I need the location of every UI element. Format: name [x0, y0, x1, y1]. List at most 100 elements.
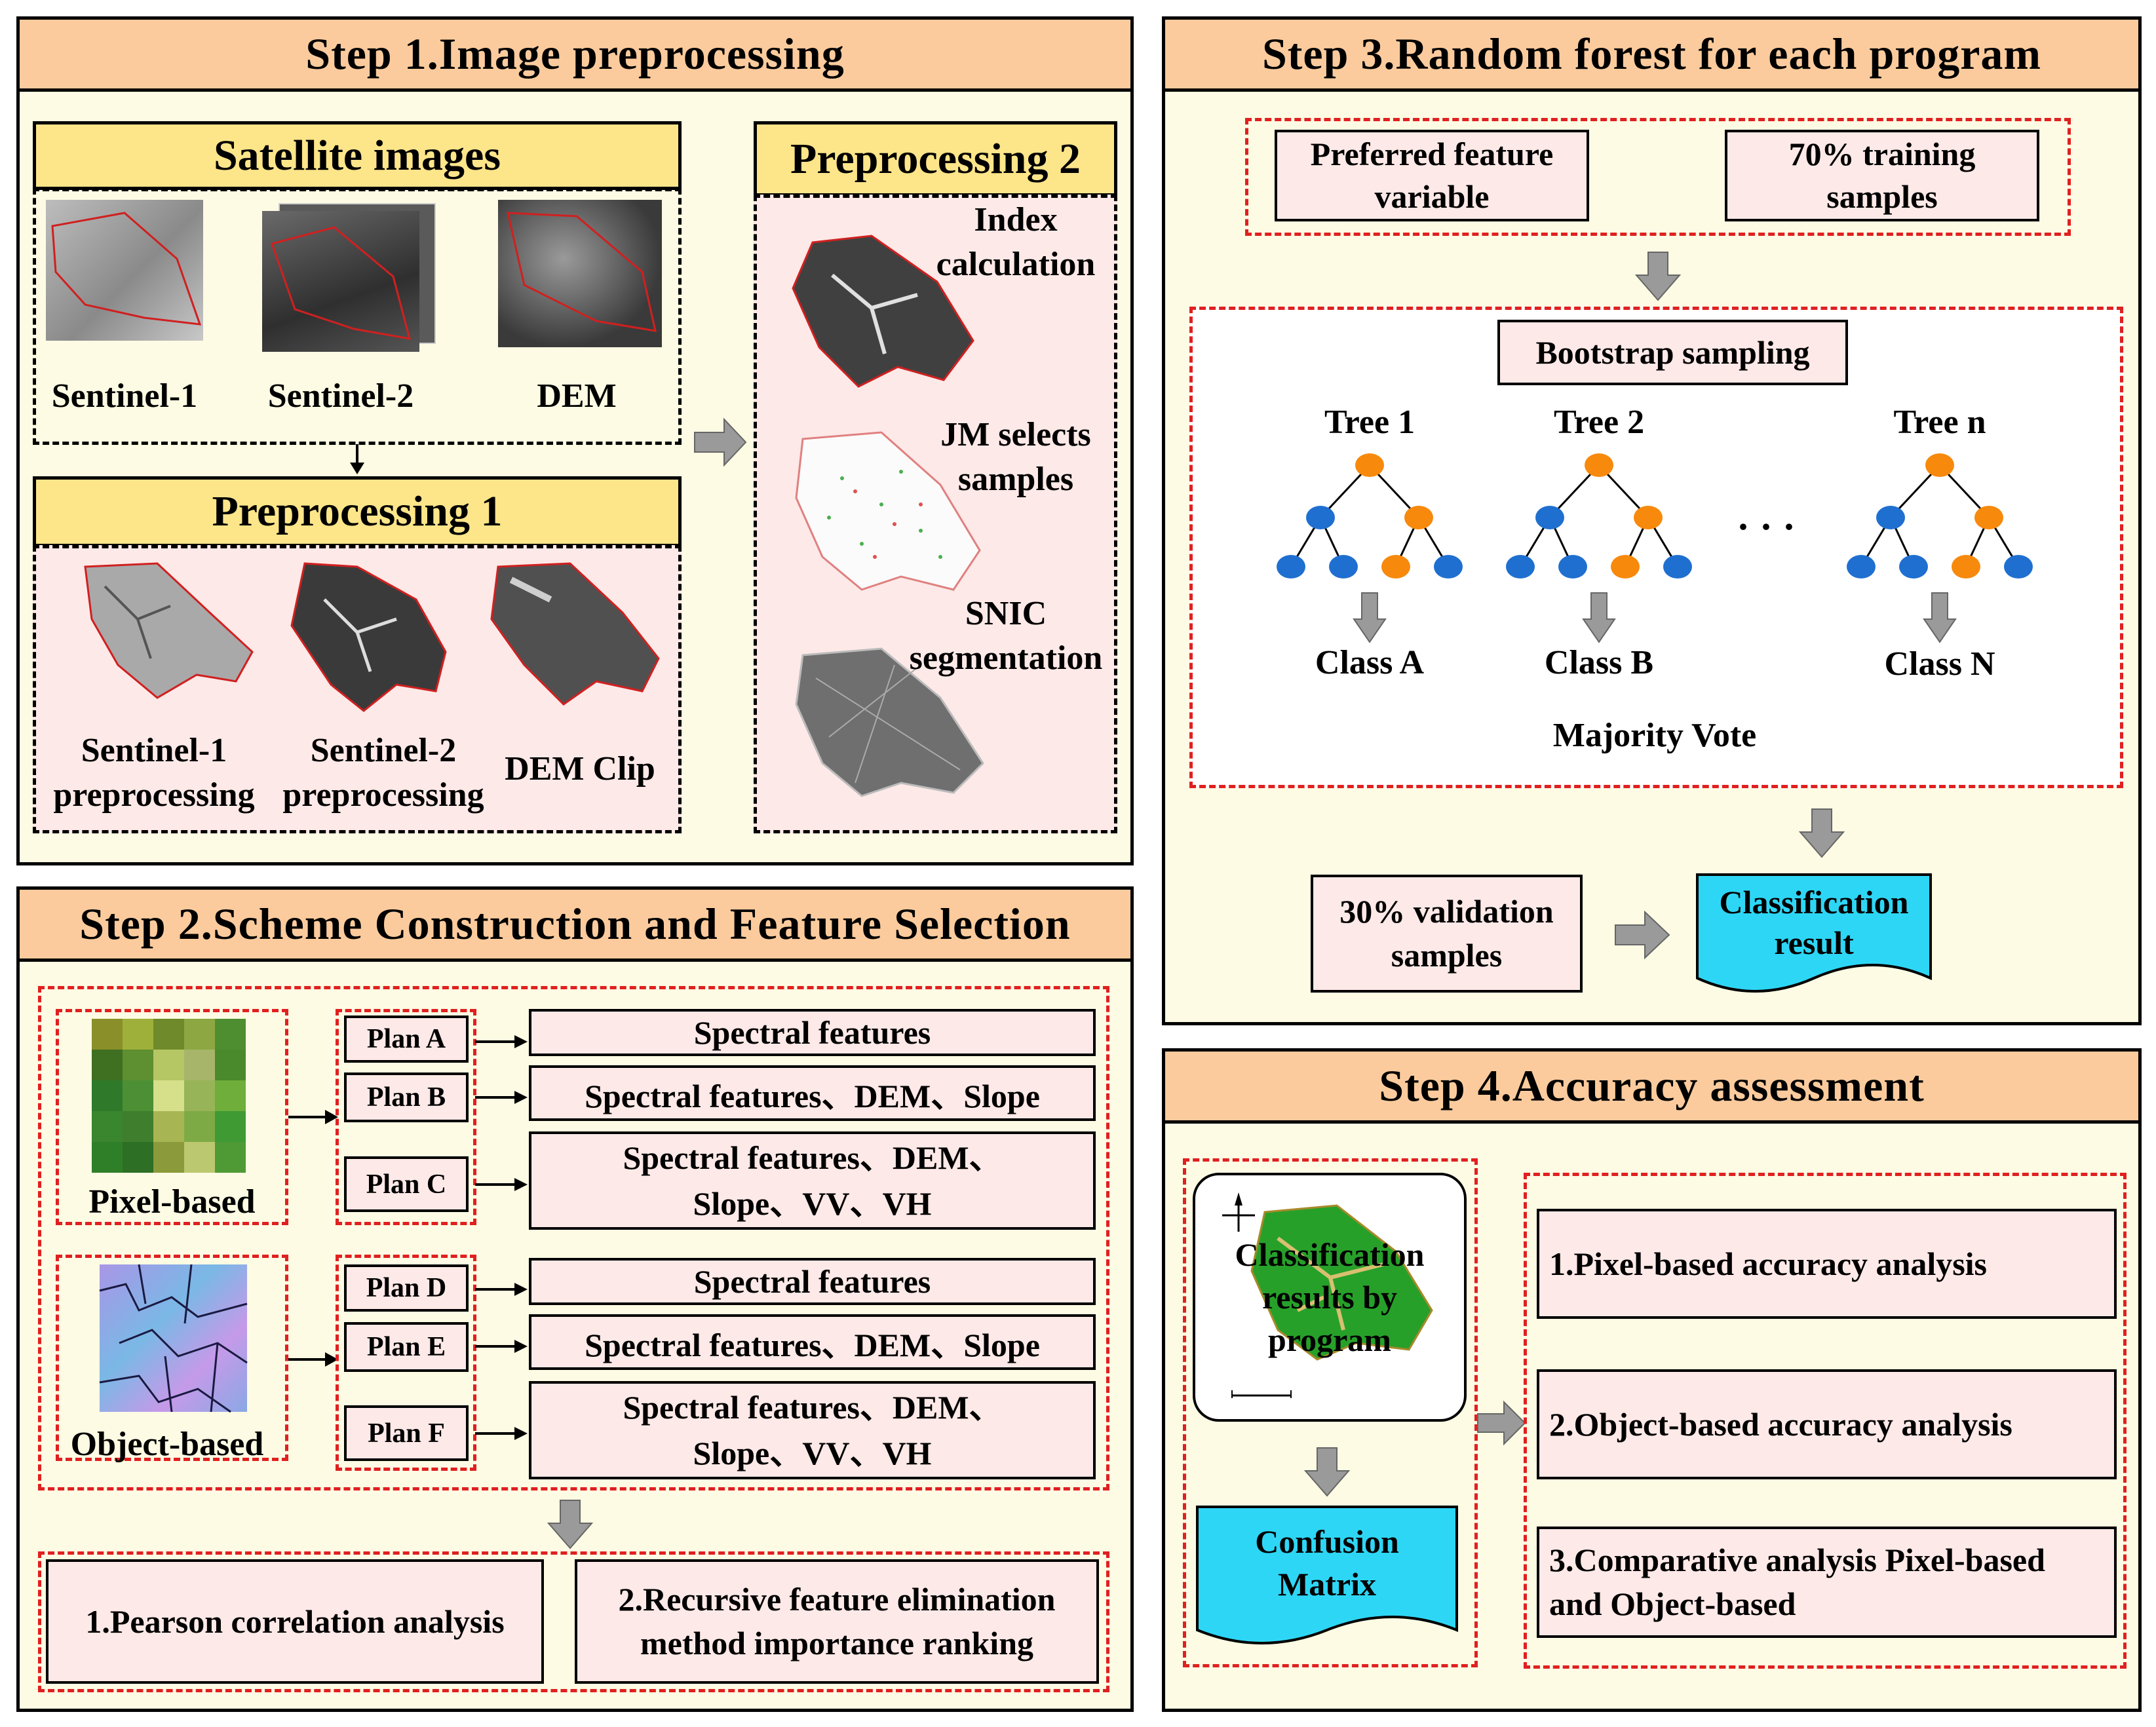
- class-b-label: Class B: [1544, 644, 1654, 681]
- tree-leaf-node: [1277, 555, 1305, 579]
- north-arrow-icon: [1222, 1192, 1255, 1232]
- classification-result-label: Classification result: [1719, 883, 1909, 962]
- classification-result-shape: [1696, 873, 1932, 993]
- pre2-header: Preprocessing 2: [754, 121, 1117, 197]
- object-based-box: [56, 1255, 288, 1461]
- map-to-confusion-arrow: [1303, 1447, 1351, 1497]
- decision-tree-1: [1277, 453, 1463, 643]
- tree-to-class-arrow: [1353, 592, 1387, 643]
- pre1-dem-image: [490, 562, 660, 706]
- tree-leaf-node: [1329, 555, 1358, 579]
- plan-e-arrow: [475, 1340, 528, 1353]
- satellite-title: Satellite images: [213, 131, 501, 180]
- tree-leaf-node: [1381, 555, 1410, 579]
- sentinel2-outline: [271, 226, 412, 340]
- pearson-box: 1.Pearson correlation analysis: [46, 1559, 544, 1684]
- plan-e-features: Spectral features、DEM、Slope: [529, 1314, 1096, 1370]
- plan-d: Plan D: [344, 1264, 469, 1312]
- object-to-plans-arrow: [288, 1352, 338, 1367]
- inputs-container: [1245, 118, 2071, 236]
- confusion-matrix-label: Confusion Matrix: [1255, 1523, 1399, 1603]
- tree-branch-node: [1306, 506, 1335, 529]
- pixel-accuracy-box: 1.Pixel-based accuracy analysis: [1537, 1209, 2117, 1319]
- pre1-sentinel2-image: [290, 562, 447, 712]
- pre2-label-index: Index calculation: [936, 201, 1096, 283]
- map-container: [1183, 1158, 1478, 1667]
- pre1-label-sentinel1: Sentinel-1 preprocessing: [53, 732, 255, 814]
- pre1-label-sentinel2: Sentinel-2 preprocessing: [282, 732, 484, 814]
- plan-d-features: Spectral features: [529, 1258, 1096, 1305]
- plan-f-arrow: [475, 1427, 528, 1440]
- pixel-based-label: Pixel-based: [88, 1183, 256, 1221]
- tree-leaf-node: [1663, 555, 1692, 579]
- tree-leaf-node: [1558, 555, 1587, 579]
- object-segments-image: [100, 1264, 247, 1412]
- tree-branch-node: [1634, 506, 1663, 529]
- tree-leaf-node: [1899, 555, 1928, 579]
- plan-d-arrow: [475, 1283, 528, 1296]
- plan-f: Plan F: [344, 1405, 469, 1461]
- satellite-label-dem: DEM: [537, 377, 617, 415]
- confusion-matrix-shape: [1196, 1506, 1458, 1644]
- sentinel1-outline: [51, 212, 202, 326]
- tree-leaf-node: [2004, 555, 2033, 579]
- plan-a-features: Spectral features: [529, 1009, 1096, 1056]
- dem-image: [498, 200, 662, 347]
- plan-b-arrow: [475, 1091, 528, 1104]
- decision-trees: [1277, 453, 2033, 643]
- tree-root-node: [1355, 453, 1384, 477]
- classification-map-image: [1250, 1204, 1433, 1361]
- validation-to-result-arrow: [1615, 910, 1670, 960]
- tree-n-label: Tree n: [1893, 404, 1986, 441]
- pre2-label-snic: SNIC segmentation: [909, 595, 1103, 677]
- tree-branch-node: [1974, 506, 2003, 529]
- plan-c-features: Spectral features、DEM、 Slope、VV、VH: [529, 1131, 1096, 1230]
- scale-bar-icon: [1231, 1390, 1292, 1398]
- tree-root-node: [1925, 453, 1954, 477]
- analysis-container: [1524, 1173, 2127, 1669]
- plan-c-arrow: [475, 1178, 528, 1191]
- training-samples-box: 70% training samples: [1725, 130, 2039, 221]
- rfe-box: 2.Recursive feature elimination method i…: [575, 1559, 1099, 1684]
- step1-header: Step 1.Image preprocessing: [16, 16, 1134, 92]
- pixel-grid-image: [92, 1019, 246, 1173]
- object-segments-lines: [99, 1264, 248, 1413]
- pixel-based-box: [56, 1009, 288, 1225]
- tree-1-label: Tree 1: [1324, 404, 1415, 441]
- feature-variable-box: Preferred feature variable: [1275, 130, 1589, 221]
- satellite-to-pre1-arrow: [350, 444, 364, 474]
- comparative-analysis-box: 3.Comparative analysis Pixel-based and O…: [1537, 1527, 2117, 1638]
- pre1-sentinel1-image: [84, 562, 254, 699]
- dem-outline: [507, 212, 657, 332]
- classification-map-label: Classification results by program: [1235, 1236, 1425, 1358]
- tree-leaf-node: [1847, 555, 1876, 579]
- tree-branch-node: [1535, 506, 1564, 529]
- step3-title: Step 3.Random forest for each program: [1261, 29, 2042, 79]
- step2-title: Step 2.Scheme Construction and Feature S…: [79, 899, 1071, 949]
- pre2-label-jm: JM selects samples: [940, 416, 1091, 498]
- plan-b: Plan B: [344, 1072, 469, 1122]
- forest-to-result-arrow: [1798, 808, 1845, 858]
- pre1-title: Preprocessing 1: [212, 487, 503, 535]
- satellite-label-sentinel1: Sentinel-1: [51, 377, 198, 415]
- tree-leaf-node: [1434, 555, 1463, 579]
- tree-2-label: Tree 2: [1553, 404, 1645, 441]
- plan-e: Plan E: [344, 1322, 469, 1372]
- class-a-label: Class A: [1315, 644, 1425, 681]
- tree-leaf-node: [1611, 555, 1640, 579]
- tree-to-class-arrow: [1923, 592, 1957, 643]
- pre2-title: Preprocessing 2: [790, 134, 1081, 183]
- plans-group-pixel: [336, 1009, 476, 1225]
- plan-c: Plan C: [344, 1156, 469, 1212]
- class-n-label: Class N: [1884, 645, 1995, 683]
- step2-header: Step 2.Scheme Construction and Feature S…: [16, 886, 1134, 962]
- pre1-header: Preprocessing 1: [33, 476, 682, 547]
- decision-tree-2: [1506, 453, 1692, 643]
- plans-to-selection-arrow: [547, 1500, 594, 1549]
- tree-branch-node: [1404, 506, 1433, 529]
- sentinel2-image: [262, 211, 419, 352]
- plan-f-features: Spectral features、DEM、 Slope、VV、VH: [529, 1381, 1096, 1479]
- inputs-to-forest-arrow: [1634, 252, 1682, 301]
- trees-ellipsis: · · ·: [1736, 505, 1796, 548]
- decision-tree-3: [1847, 453, 2033, 643]
